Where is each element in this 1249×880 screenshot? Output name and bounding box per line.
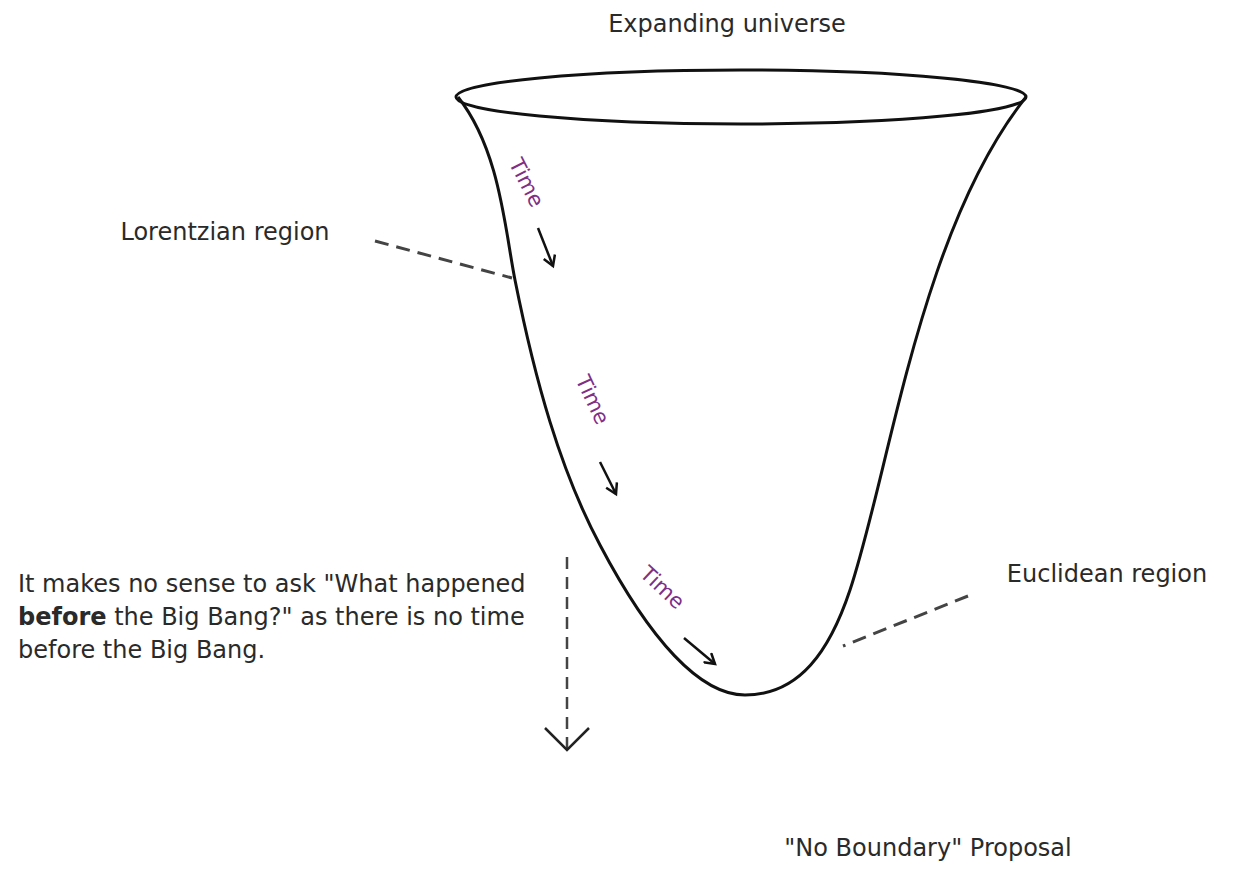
- universe-rim: [456, 70, 1026, 124]
- region-label: Euclidean region: [1007, 560, 1207, 589]
- time-label: Time: [503, 154, 549, 211]
- caption: "No Boundary" Proposal: [784, 834, 1071, 863]
- time-label: Time: [635, 561, 690, 614]
- funnel-outline: [458, 97, 1026, 695]
- leader-line: [375, 241, 512, 278]
- time-arrow: [684, 638, 715, 664]
- emphasis-word: before: [18, 603, 107, 631]
- time-label: Time: [570, 371, 615, 428]
- time-arrow: [538, 228, 553, 266]
- region-label: Lorentzian region: [120, 218, 329, 247]
- top-label: Expanding universe: [608, 10, 846, 39]
- note-text: It makes no sense to ask "What happened: [18, 570, 526, 598]
- dashed-arrow: [566, 557, 569, 748]
- time-arrow: [600, 462, 616, 494]
- note-paragraph: It makes no sense to ask "What happened …: [18, 568, 548, 667]
- arrow-head: [545, 728, 589, 750]
- leader-line: [843, 596, 968, 646]
